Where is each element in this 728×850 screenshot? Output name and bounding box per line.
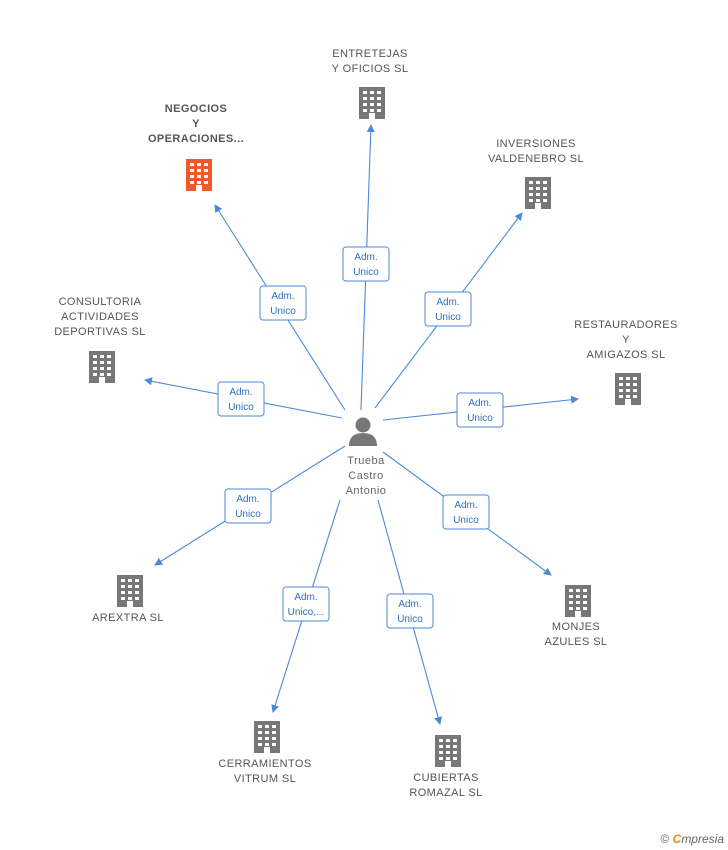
role-text: Unico — [235, 509, 261, 520]
edge-arextra: Adm. Unico — [154, 445, 346, 566]
company-name-line: VALDENEBRO SL — [488, 153, 584, 165]
role-text: Adm. — [398, 599, 421, 610]
building-icon — [435, 735, 461, 767]
role-text: Adm. — [294, 592, 317, 603]
company-name-line: CERRAMIENTOS — [218, 758, 311, 770]
role-label-restauradores[interactable]: Adm. Unico — [456, 392, 504, 428]
building-icon — [565, 585, 591, 617]
role-text: Unico — [270, 306, 296, 317]
company-name-line: VITRUM SL — [234, 773, 296, 785]
company-node-restauradores[interactable]: RESTAURADORES Y AMIGAZOS SL — [574, 319, 677, 405]
role-text: Unico — [353, 267, 379, 278]
company-name-line: OPERACIONES... — [148, 133, 244, 145]
role-text: Unico — [228, 402, 254, 413]
role-box — [217, 381, 265, 417]
edge-negocios: Adm. Unico — [214, 204, 346, 411]
role-text: Adm. — [436, 297, 459, 308]
company-node-negocios[interactable]: NEGOCIOS Y OPERACIONES... — [148, 103, 244, 191]
company-node-cubiertas[interactable]: CUBIERTAS ROMAZAL SL — [409, 735, 482, 799]
brand-initial: C — [672, 832, 682, 846]
company-name-line: Y — [192, 118, 200, 130]
role-label-cubiertas[interactable]: Adm. Unico — [386, 593, 434, 629]
company-name-line: MONJES — [552, 621, 600, 633]
role-label-negocios[interactable]: Adm. Unico — [259, 285, 307, 321]
company-node-consultoria[interactable]: CONSULTORIA ACTIVIDADES DEPORTIVAS SL — [54, 296, 146, 383]
center-name-line: Castro — [348, 470, 383, 482]
edge-consultoria: Adm. Unico — [144, 377, 343, 419]
role-box — [424, 291, 472, 327]
footer-brand: © Cmpresia — [660, 832, 724, 846]
role-label-entretejas[interactable]: Adm. Unico — [342, 246, 390, 282]
role-text: Unico — [453, 515, 479, 526]
center-name-line: Trueba — [347, 455, 385, 467]
copyright-symbol: © — [660, 832, 670, 846]
role-label-cerramientos[interactable]: Adm. Unico,... — [282, 586, 330, 622]
company-name-line: ROMAZAL SL — [409, 787, 482, 799]
company-name-line: AREXTRA SL — [92, 612, 164, 624]
role-label-consultoria[interactable]: Adm. Unico — [217, 381, 265, 417]
company-name-line: CUBIERTAS — [413, 772, 479, 784]
role-text: Adm. — [468, 398, 491, 409]
role-box — [224, 488, 272, 524]
company-node-monjes[interactable]: MONJES AZULES SL — [545, 585, 608, 648]
role-text: Unico,... — [288, 607, 325, 618]
role-text: Unico — [435, 312, 461, 323]
company-name-line: AMIGAZOS SL — [587, 349, 666, 361]
company-node-arextra[interactable]: AREXTRA SL — [92, 575, 164, 624]
role-box — [342, 246, 390, 282]
role-text: Unico — [467, 413, 493, 424]
company-name-line: AZULES SL — [545, 636, 608, 648]
edge-monjes: Adm. Unico — [382, 451, 552, 576]
company-name-line: Y — [622, 334, 630, 346]
brand-name: mpresia — [681, 832, 724, 846]
company-name-line: DEPORTIVAS SL — [54, 326, 146, 338]
role-label-inversiones[interactable]: Adm. Unico — [424, 291, 472, 327]
person-icon — [349, 417, 377, 446]
building-icon — [186, 159, 212, 191]
company-name-line: CONSULTORIA — [59, 296, 142, 308]
role-box — [386, 593, 434, 629]
edge-cerramientos: Adm. Unico,... — [271, 499, 341, 713]
company-node-inversiones[interactable]: INVERSIONES VALDENEBRO SL — [488, 138, 584, 209]
role-box — [282, 586, 330, 622]
role-label-monjes[interactable]: Adm. Unico — [442, 494, 490, 530]
role-text: Adm. — [271, 291, 294, 302]
building-icon — [117, 575, 143, 607]
center-person-node[interactable]: Trueba Castro Antonio — [346, 417, 387, 498]
company-name-line: INVERSIONES — [496, 138, 576, 150]
role-label-arextra[interactable]: Adm. Unico — [224, 488, 272, 524]
building-icon — [254, 721, 280, 753]
building-icon — [615, 373, 641, 405]
role-text: Adm. — [454, 500, 477, 511]
role-text: Adm. — [354, 252, 377, 263]
role-box — [259, 285, 307, 321]
role-text: Adm. — [236, 494, 259, 505]
building-icon — [359, 87, 385, 119]
company-node-entretejas[interactable]: ENTRETEJAS Y OFICIOS SL — [332, 48, 409, 119]
edge-entretejas: Adm. Unico — [342, 124, 390, 411]
company-name-line: RESTAURADORES — [574, 319, 677, 331]
company-node-cerramientos[interactable]: CERRAMIENTOS VITRUM SL — [218, 721, 311, 785]
center-name-line: Antonio — [346, 485, 387, 497]
company-name-line: NEGOCIOS — [165, 103, 228, 115]
edge-cubiertas: Adm. Unico — [377, 499, 442, 725]
role-text: Adm. — [229, 387, 252, 398]
company-name-line: ACTIVIDADES — [61, 311, 139, 323]
edge-restauradores: Adm. Unico — [382, 392, 579, 428]
building-icon — [89, 351, 115, 383]
role-box — [456, 392, 504, 428]
edge-inversiones: Adm. Unico — [374, 212, 523, 409]
company-name-line: ENTRETEJAS — [332, 48, 408, 60]
role-box — [442, 494, 490, 530]
building-icon — [525, 177, 551, 209]
role-text: Unico — [397, 614, 423, 625]
company-name-line: Y OFICIOS SL — [332, 63, 409, 75]
